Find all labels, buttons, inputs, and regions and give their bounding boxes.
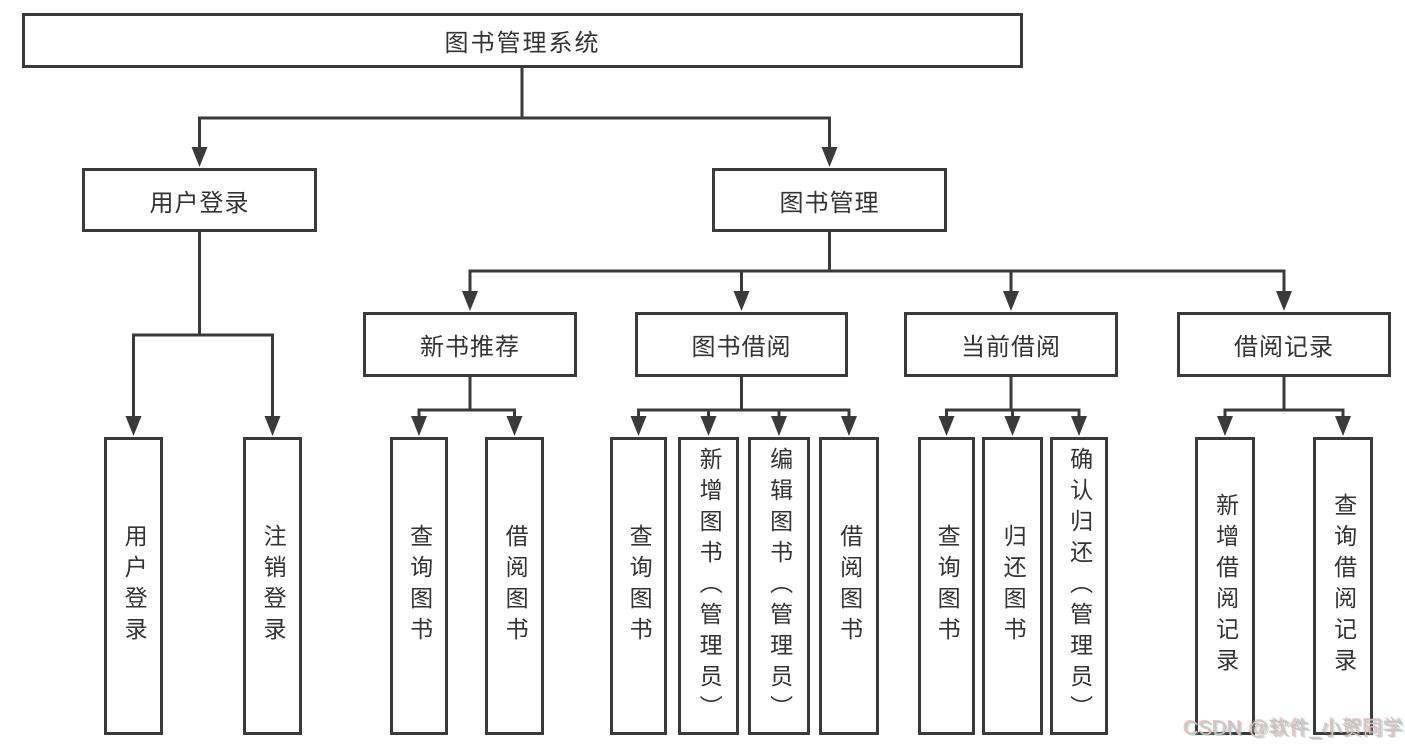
node-root: 图书管理系统 (22, 13, 1023, 68)
csdn-watermark: CSDN @软件_小贺同学 (1184, 718, 1405, 740)
leaf-query-book-3-label: 查询图书 (934, 524, 961, 648)
node-user-login: 用户登录 (82, 168, 317, 232)
node-leaf-edit-book-admin: 编辑图书（管理员） (748, 437, 810, 735)
leaf-edit-book-admin-label: 编辑图书（管理员） (766, 446, 793, 726)
node-leaf-confirm-return-admin: 确认归还（管理员） (1050, 437, 1108, 735)
leaf-user-login-label: 用户登录 (121, 524, 148, 648)
node-leaf-user-login: 用户登录 (104, 437, 163, 735)
node-book-management-label: 图书管理 (779, 189, 880, 217)
node-leaf-query-borrow-record: 查询借阅记录 (1313, 437, 1373, 735)
leaf-return-book-label: 归还图书 (1000, 524, 1027, 648)
node-new-book-recommend-label: 新书推荐 (420, 334, 520, 361)
leaf-add-borrow-record-label: 新增借阅记录 (1212, 493, 1239, 679)
node-leaf-borrow-book-1: 借阅图书 (485, 437, 544, 735)
leaf-borrow-book-1-label: 借阅图书 (502, 524, 529, 648)
node-current-borrow-label: 当前借阅 (961, 334, 1061, 361)
node-borrow-records: 借阅记录 (1177, 312, 1391, 377)
node-borrow-records-label: 借阅记录 (1234, 334, 1334, 361)
node-book-borrow: 图书借阅 (635, 312, 848, 377)
leaf-logout-label: 注销登录 (260, 524, 287, 648)
node-new-book-recommend: 新书推荐 (363, 312, 577, 377)
node-user-login-label: 用户登录 (149, 189, 250, 217)
node-book-borrow-label: 图书借阅 (691, 334, 792, 361)
node-leaf-query-book-1: 查询图书 (390, 437, 448, 735)
node-root-label: 图书管理系统 (444, 30, 601, 57)
node-leaf-add-borrow-record: 新增借阅记录 (1195, 437, 1255, 735)
node-leaf-add-book-admin: 新增图书（管理员） (678, 437, 739, 735)
leaf-borrow-book-2-label: 借阅图书 (836, 524, 863, 648)
leaf-query-borrow-record-label: 查询借阅记录 (1330, 493, 1357, 679)
leaf-confirm-return-admin-label: 确认归还（管理员） (1066, 446, 1093, 726)
node-leaf-borrow-book-2: 借阅图书 (819, 437, 879, 735)
node-leaf-query-book-2: 查询图书 (610, 437, 667, 735)
node-book-management: 图书管理 (712, 168, 947, 232)
leaf-query-book-2-label: 查询图书 (626, 524, 653, 648)
leaf-add-book-admin-label: 新增图书（管理员） (696, 446, 723, 726)
leaf-query-book-1-label: 查询图书 (406, 524, 433, 648)
node-current-borrow: 当前借阅 (904, 312, 1118, 377)
node-leaf-return-book: 归还图书 (982, 437, 1043, 735)
node-leaf-logout: 注销登录 (243, 437, 302, 735)
node-leaf-query-book-3: 查询图书 (918, 437, 975, 735)
